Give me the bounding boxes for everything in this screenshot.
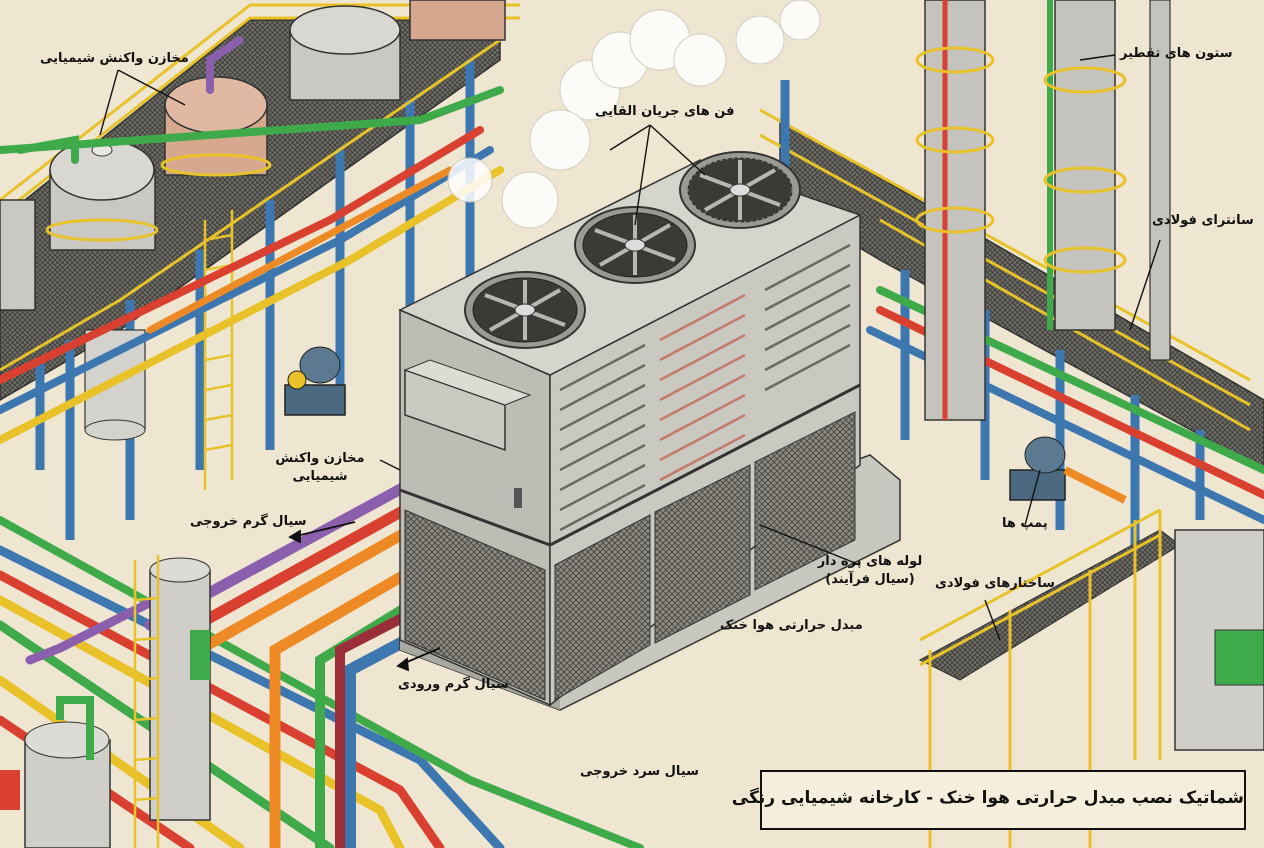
tank-icon bbox=[149, 557, 211, 821]
label-steel-racks: سانترای فولادی bbox=[1152, 213, 1254, 228]
tank-icon bbox=[289, 5, 401, 101]
label-cold-outlet: سیال سرد خروجی bbox=[580, 764, 699, 779]
ladder-icon bbox=[133, 555, 160, 848]
label-hot-inlet: سیال گرم ورودی bbox=[398, 677, 509, 692]
label-finned-tubes-line1: لوله های پره دار bbox=[817, 554, 923, 569]
column-icon bbox=[1149, 0, 1171, 361]
label-columns: ستون های تقطیر bbox=[1120, 46, 1233, 61]
label-tanks-left: مخازن واکنش شیمیایی bbox=[270, 450, 370, 485]
diagram-title: شماتیک نصب مبدل حرارتی هوا خنک - کارخانه… bbox=[731, 788, 1244, 808]
fan-icon bbox=[574, 206, 696, 284]
label-tanks-left-line1: مخازن واکنش bbox=[275, 451, 365, 466]
label-fans: فن های جریان القایی bbox=[595, 104, 735, 119]
tank-icon bbox=[0, 199, 36, 311]
label-hot-outlet: سیال گرم خروجی bbox=[190, 514, 307, 529]
label-exchanger: مبدل حرارتی هوا خنک bbox=[720, 618, 863, 633]
label-finned-tubes: لوله های پره دار (سیال فرآیند) bbox=[815, 553, 925, 588]
fan-icon bbox=[464, 271, 586, 349]
fan-icon bbox=[679, 151, 801, 229]
label-steel-structures: ساختارهای فولادی bbox=[935, 576, 1055, 591]
label-tanks-left-line2: شیمیایی bbox=[292, 468, 348, 484]
column-icon bbox=[915, 0, 995, 421]
tank-icon bbox=[409, 0, 506, 41]
title-box: شماتیک نصب مبدل حرارتی هوا خنک - کارخانه… bbox=[731, 770, 1246, 830]
leader-lines bbox=[99, 54, 1161, 641]
flow-arrow-icon bbox=[288, 521, 441, 672]
label-tanks-top: مخازن واکنش شیمیایی bbox=[40, 51, 189, 66]
label-finned-tubes-line2: (سیال فرآیند) bbox=[825, 571, 915, 587]
tank-icon bbox=[0, 696, 111, 848]
tank-icon bbox=[160, 76, 272, 177]
steam-cloud bbox=[447, 0, 821, 229]
pump-icon bbox=[284, 346, 346, 416]
column-icon bbox=[1043, 0, 1127, 331]
tank-icon bbox=[45, 139, 159, 251]
tank-icon bbox=[1174, 529, 1264, 751]
pump-icon bbox=[1009, 436, 1127, 504]
label-pumps: پمپ ها bbox=[1002, 516, 1048, 531]
right-platform bbox=[759, 80, 1264, 560]
upper-pipe-bundle bbox=[0, 36, 504, 444]
